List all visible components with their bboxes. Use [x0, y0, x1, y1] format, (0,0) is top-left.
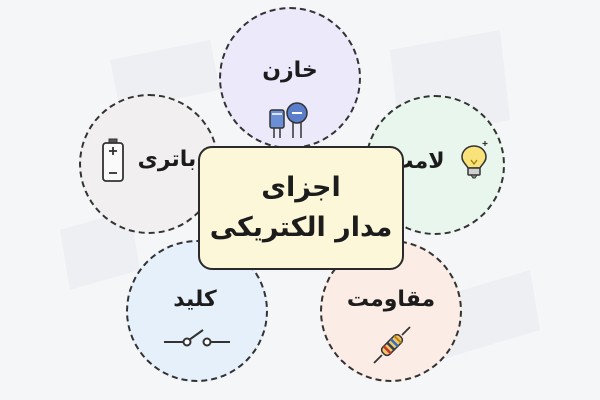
- central-title-line1: اجزای: [261, 172, 341, 203]
- central-title-line2: مدار الکتریکی: [209, 212, 393, 243]
- node-capacitor: [219, 7, 361, 149]
- label-capacitor: خازن: [262, 58, 318, 83]
- label-switch: کلید: [173, 287, 217, 312]
- capacitor-icon: [269, 102, 308, 138]
- switch-icon: [164, 329, 230, 347]
- label-battery: باتری: [137, 147, 197, 172]
- battery-icon: [102, 138, 124, 182]
- lightbulb-icon: [461, 141, 488, 179]
- label-resistor: مقاومت: [346, 287, 436, 312]
- central-topic-box: اجزای مدار الکتریکی: [198, 146, 404, 270]
- resistor-icon: [373, 326, 411, 364]
